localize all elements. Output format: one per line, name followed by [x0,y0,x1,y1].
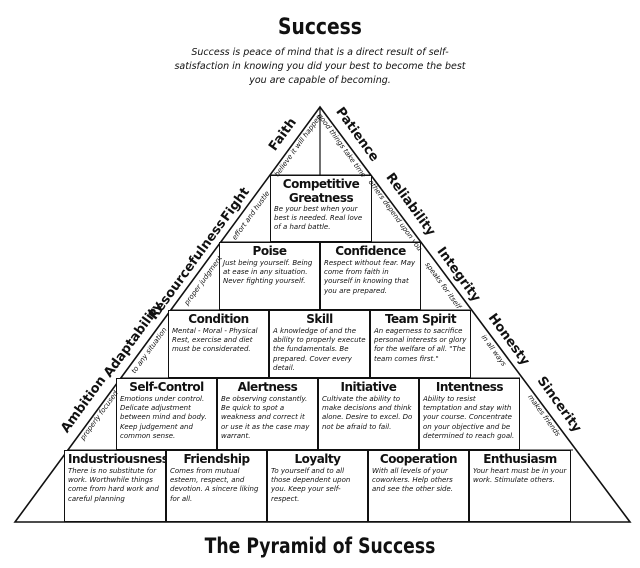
block-description: With all levels of your coworkers. Help … [372,467,454,494]
block-title: Competitive Greatness [282,177,360,205]
block-title: Alertness [237,380,298,394]
block-description: An eagerness to sacrifice personal inter… [374,327,467,363]
block-description: Emotions under control. Delicate adjustm… [120,395,207,440]
block-title: Skill [306,312,333,326]
block-description: Respect without fear. May come from fait… [324,259,416,295]
block-title: Friendship [183,452,250,466]
pyramid-triangle [13,105,632,523]
block-title: Industriousness [68,452,166,466]
block-title: Initiative [340,380,397,394]
block-description: Just being yourself. Being at ease in an… [223,259,313,286]
block-description: Be observing constantly. Be quick to spo… [221,395,310,440]
block-title: Confidence [335,244,406,258]
block-description: Mental - Moral - Physical Rest, exercise… [172,327,258,354]
block-description: Comes from mutual esteem, respect, and d… [170,467,259,503]
block-description: To yourself and to all those dependent u… [271,467,351,503]
block-description: Ability to resist temptation and stay wi… [423,395,515,440]
pyramid-footer-title: The Pyramid of Success [204,534,436,558]
block-title: Self-Control [129,380,204,394]
block-description: Cultivate the ability to make decisions … [322,395,413,431]
block-description: Be your best when your best is needed. R… [274,205,363,232]
block-description: Your heart must be in your work. Stimula… [473,467,567,485]
block-title: Enthusiasm [483,452,557,466]
block-title: Intentness [435,380,504,394]
block-title: Team Spirit [384,312,457,326]
block-title: Poise [252,244,287,258]
block-title: Condition [188,312,249,326]
block-description: There is no substitute for work. Worthwh… [68,467,159,503]
block-title: Loyalty [294,452,341,466]
success-definition: Success is peace of mind that is a direc… [174,47,466,86]
page-title: Success [278,15,362,40]
block-title: Cooperation [379,452,458,466]
block-description: A knowledge of and the ability to proper… [273,327,366,372]
